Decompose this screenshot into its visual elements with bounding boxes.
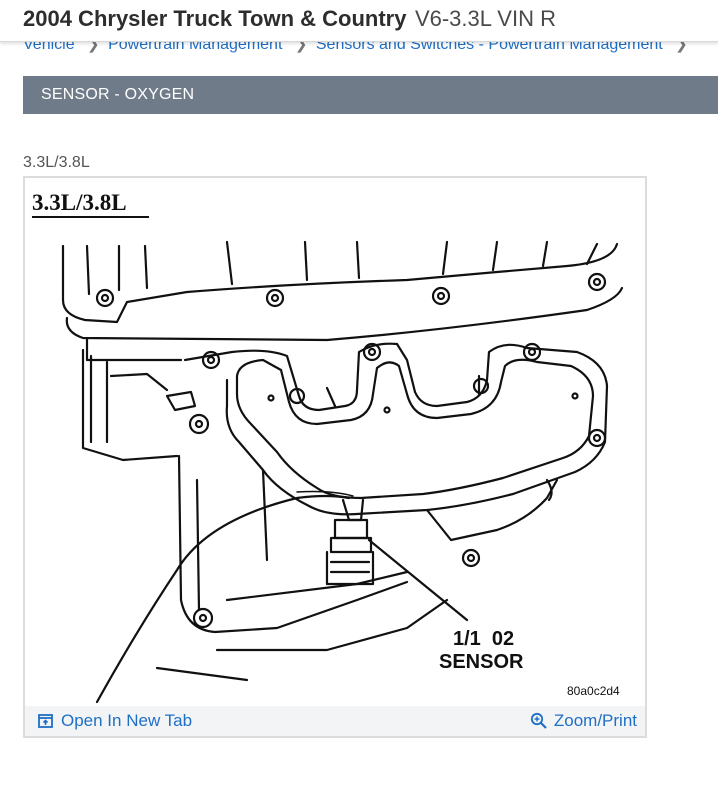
section-title: SENSOR - OXYGEN xyxy=(41,86,195,103)
zoom-magnifier-icon xyxy=(530,712,547,729)
figure-card: 3.3L/3.8L xyxy=(23,176,647,738)
figure-caption: 3.3L/3.8L xyxy=(23,154,90,171)
zoom-print-link[interactable]: Zoom/Print xyxy=(530,711,637,731)
zoom-print-label: Zoom/Print xyxy=(553,711,637,730)
open-in-new-tab-label: Open In New Tab xyxy=(61,711,193,730)
diagram-code: 80a0c2d4 xyxy=(567,684,620,698)
callout-sensor-id: 1/1 02 xyxy=(453,628,514,650)
engine-subtitle: V6-3.3L VIN R xyxy=(414,6,556,31)
open-in-new-tab-link[interactable]: Open In New Tab xyxy=(37,711,192,731)
oxygen-sensor-diagram[interactable]: 3.3L/3.8L xyxy=(27,180,643,704)
callout-sensor-label: SENSOR xyxy=(439,651,524,673)
section-title-bar: SENSOR - OXYGEN xyxy=(23,76,718,114)
engine-block-drawing xyxy=(61,240,624,704)
open-in-new-tab-icon xyxy=(38,714,53,728)
vehicle-title: 2004 Chrysler Truck Town & Country xyxy=(23,6,407,31)
figure-footer: Open In New Tab Zoom/Print xyxy=(25,706,645,736)
diagram-heading: 3.3L/3.8L xyxy=(32,190,127,215)
page-header: 2004 Chrysler Truck Town & Country V6-3.… xyxy=(0,0,718,42)
